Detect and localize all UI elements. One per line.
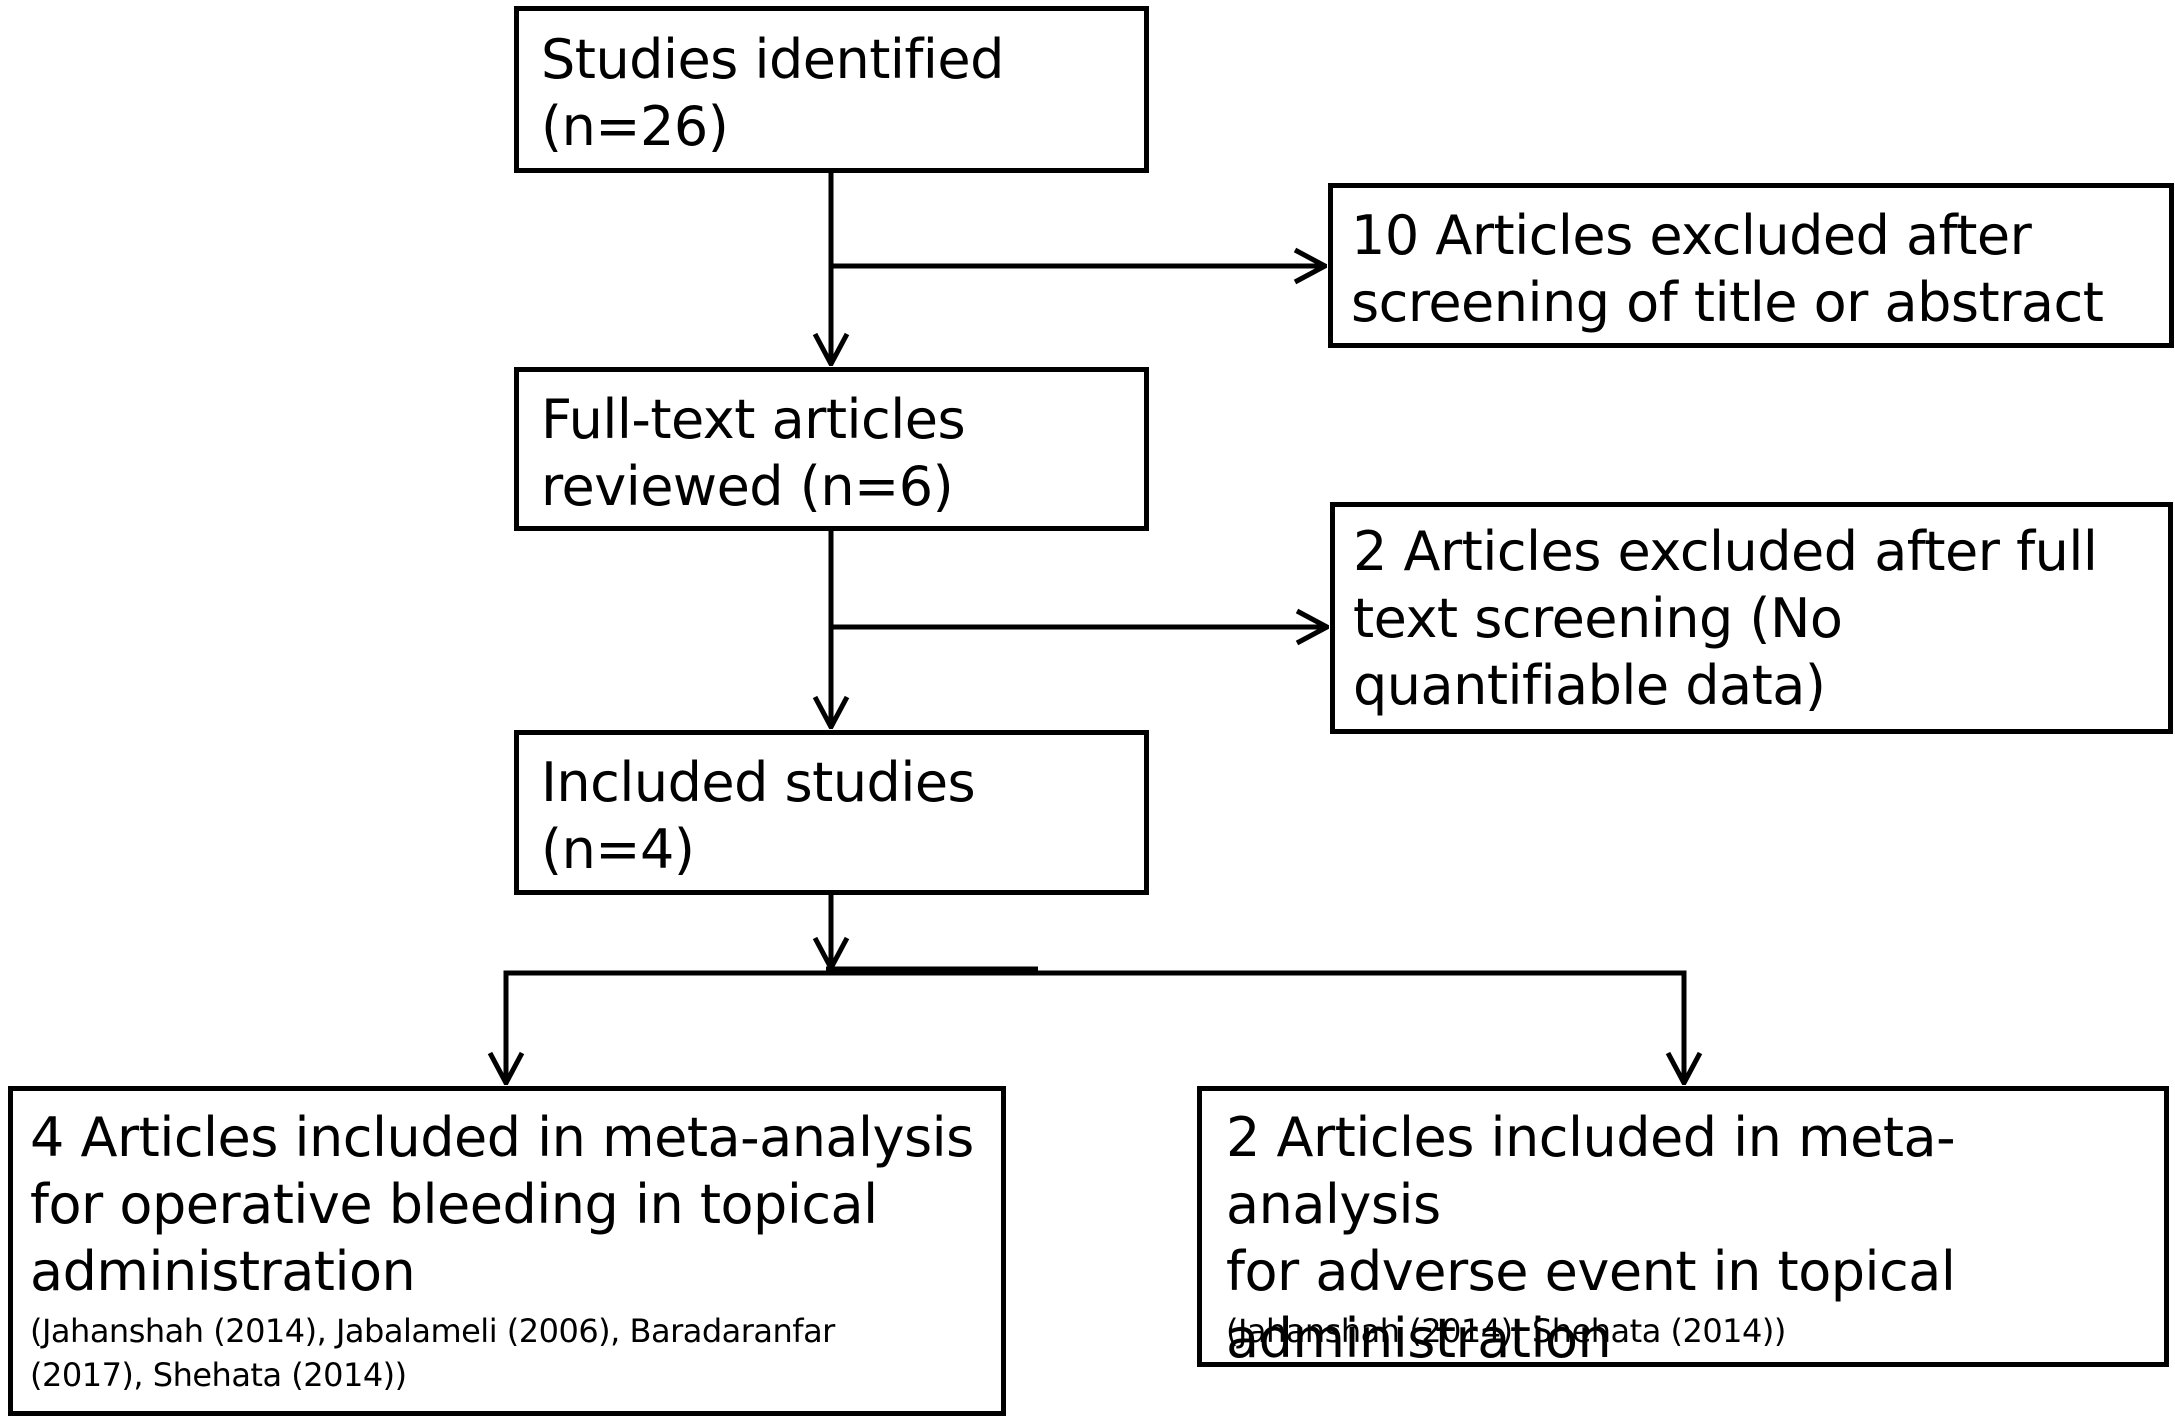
split-bar: [503, 970, 1687, 1083]
excluded-screening-box: 10 Articles excluded after screening of …: [1328, 183, 2174, 348]
fulltext-reviewed-text: Full-text articles reviewed (n=6): [541, 388, 966, 518]
excluded-screening-text: 10 Articles excluded after screening of …: [1351, 204, 2104, 334]
adverse-event-meta-analysis-text: 2 Articles included in meta-analysis for…: [1226, 1106, 1956, 1370]
fulltext-reviewed-box: Full-text articles reviewed (n=6): [514, 367, 1149, 531]
adverse-event-meta-analysis-references: (Jahanshah (2014), Shehata (2014)): [1226, 1312, 1786, 1350]
studies-identified-box: Studies identified (n=26): [514, 6, 1149, 173]
bleeding-meta-analysis-text: 4 Articles included in meta-analysis for…: [30, 1106, 974, 1303]
included-studies-text: Included studies (n=4): [541, 751, 976, 881]
adverse-event-meta-analysis-box: 2 Articles included in meta-analysis for…: [1197, 1086, 2169, 1370]
excluded-fulltext-box: 2 Articles excluded after full text scre…: [1330, 502, 2173, 734]
included-studies-box: Included studies (n=4): [514, 730, 1149, 895]
excluded-fulltext-text: 2 Articles excluded after full text scre…: [1353, 520, 2098, 717]
studies-identified-text: Studies identified (n=26): [541, 28, 1004, 158]
bleeding-meta-analysis-references: (Jahanshah (2014), Jabalameli (2006), Ba…: [30, 1312, 835, 1394]
bleeding-meta-analysis-box: 4 Articles included in meta-analysis for…: [8, 1086, 1006, 1416]
